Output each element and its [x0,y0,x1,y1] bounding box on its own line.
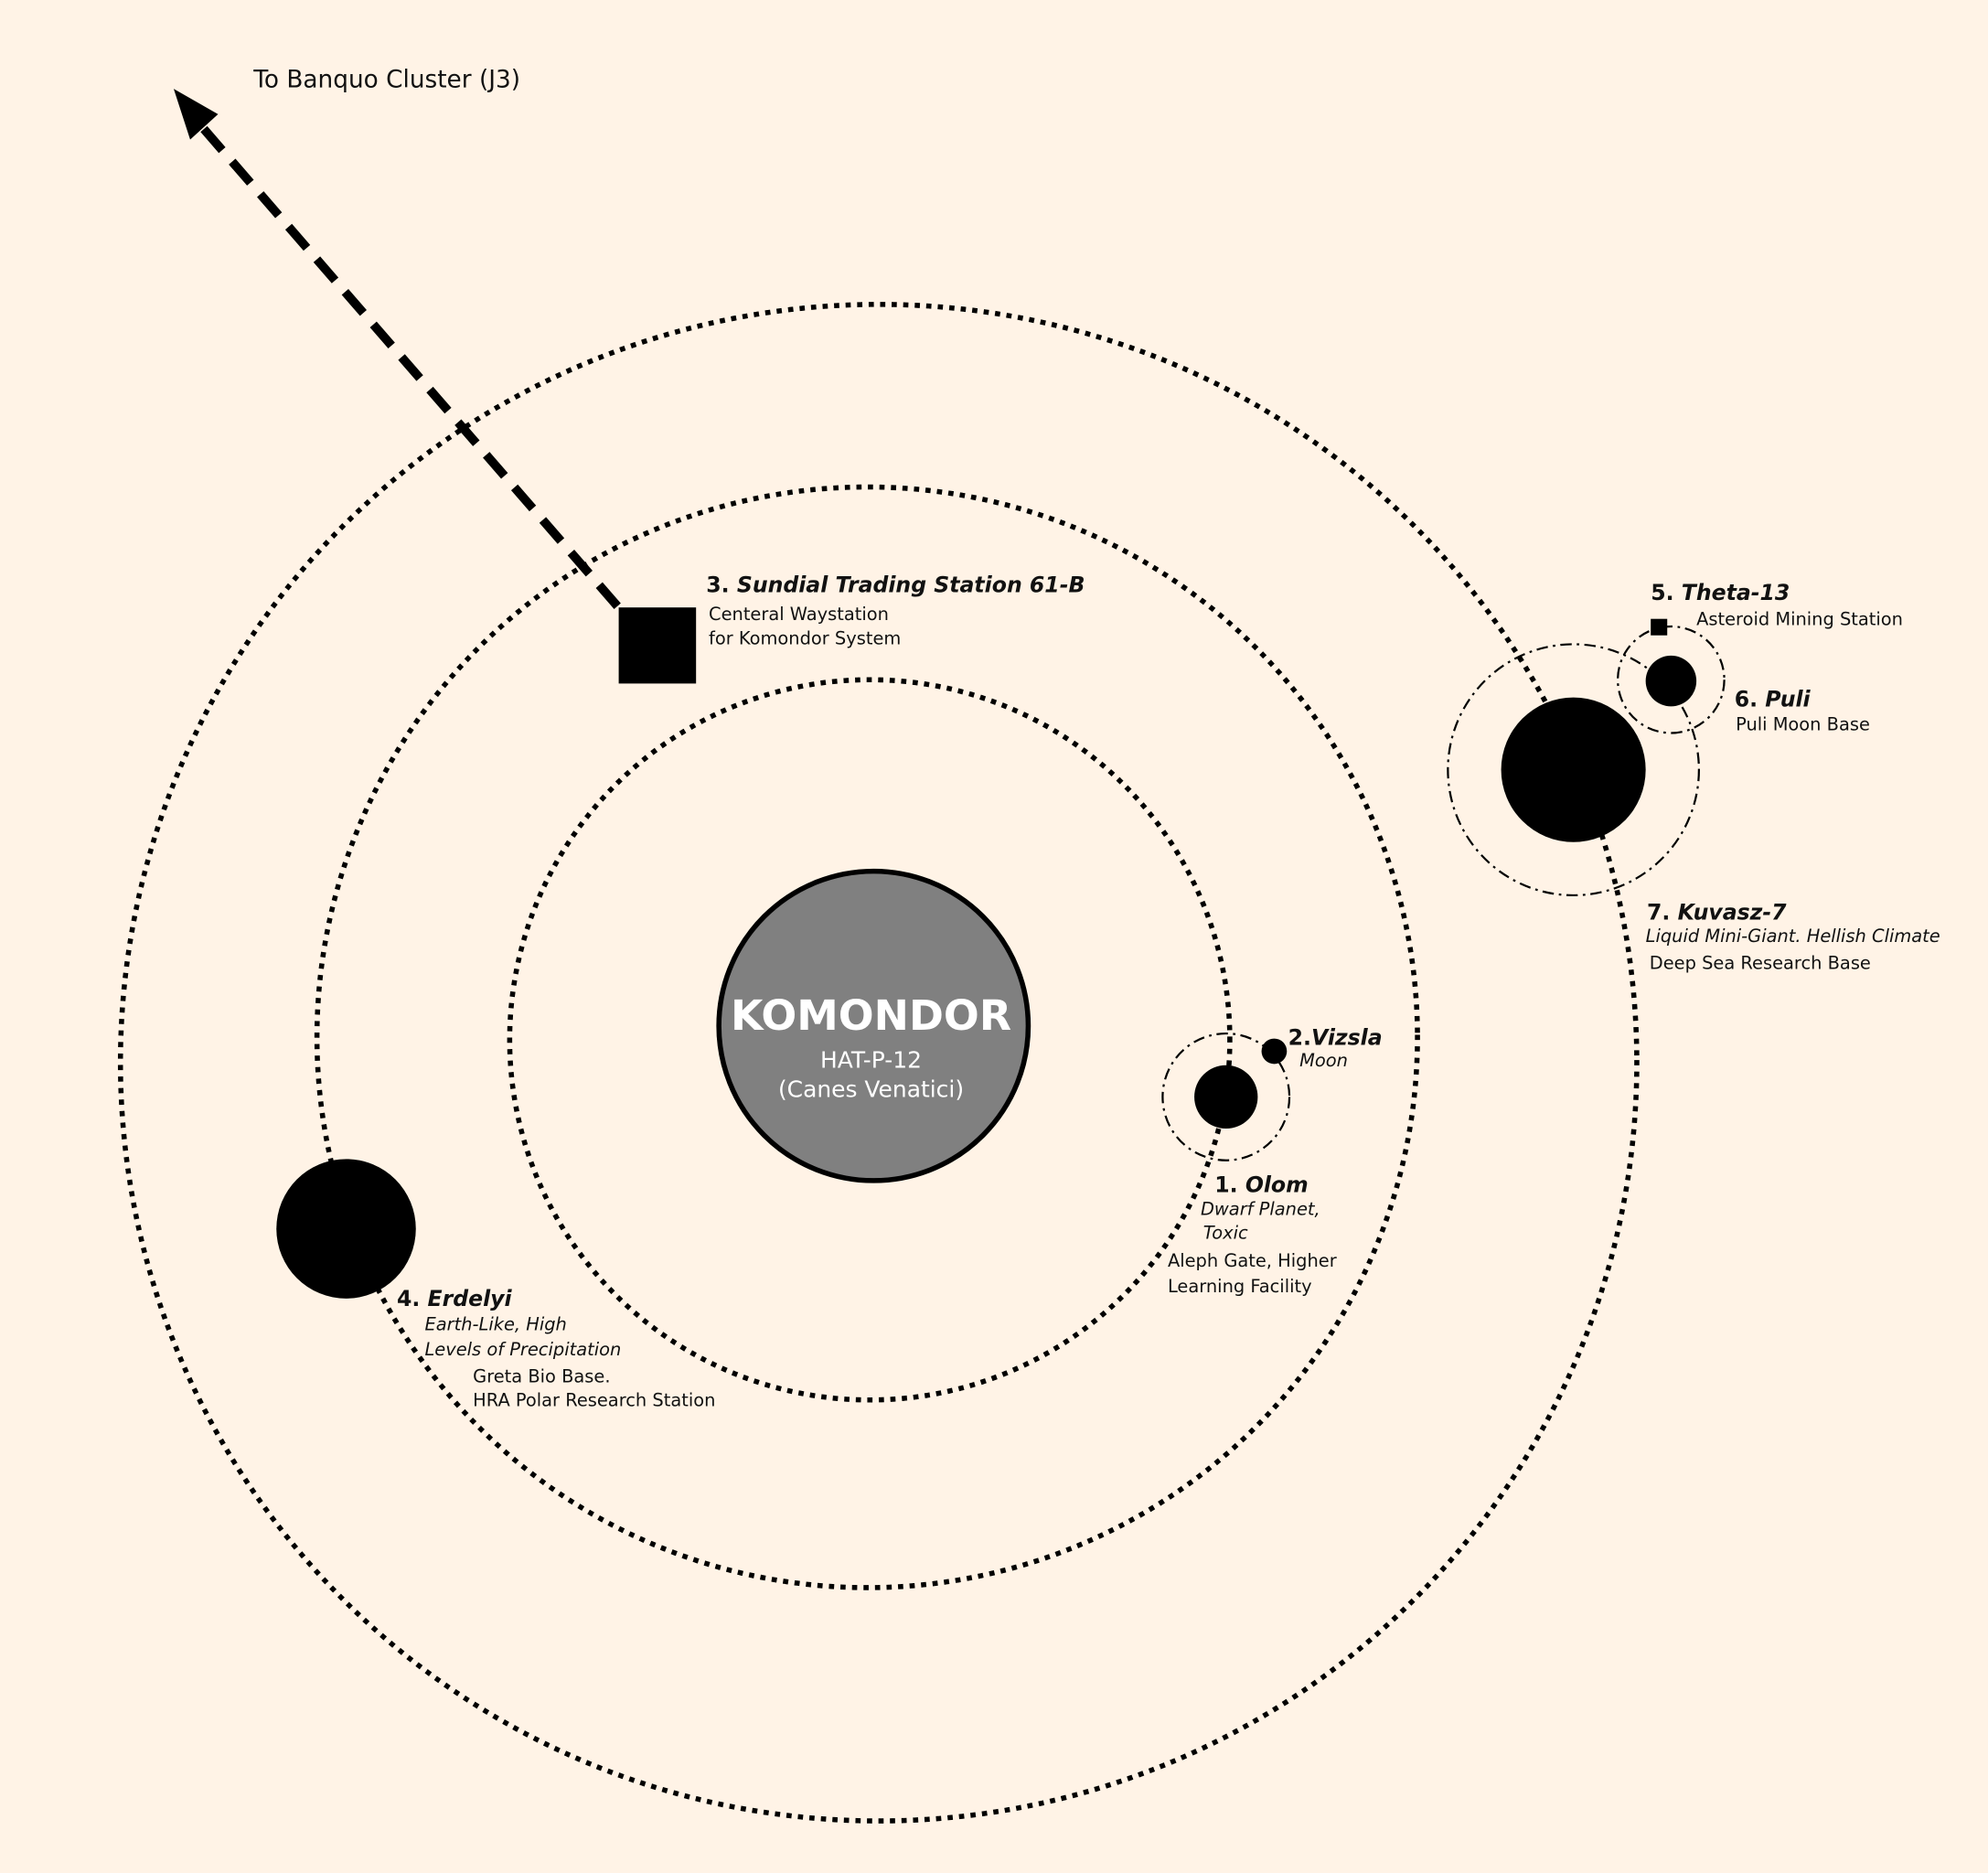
outer-orbit [117,302,1640,1824]
sundial-facility-2: for Komondor System [709,627,901,648]
middle-orbit [314,484,1420,1590]
puli-title: 6. Puli [1735,686,1812,712]
star-name: KOMONDOR [731,991,1011,1040]
sundial-title: 3. Sundial Trading Station 61-B [706,573,1085,598]
arrow-head-icon [173,89,219,140]
olom-facility-1: Aleph Gate, Higher [1168,1250,1337,1271]
olom-desc-1: Dwarf Planet, [1201,1198,1320,1219]
moon-vizsla[interactable] [1261,1038,1288,1065]
station-sundial[interactable] [618,607,697,684]
kuvasz-desc: Liquid Mini-Giant. Hellish Climate [1646,926,1940,947]
inner-orbit [507,677,1233,1403]
olom-facility-2: Learning Facility [1168,1276,1312,1297]
vizsla-desc: Moon [1299,1050,1348,1071]
star-komondor[interactable] [716,868,1031,1183]
erdelyi-desc-2: Levels of Precipitation [424,1339,621,1360]
planet-olom[interactable] [1194,1065,1258,1129]
vizsla-title: 2.Vizsla [1288,1025,1383,1051]
planet-erdelyi[interactable] [276,1159,416,1299]
erdelyi-title: 4. Erdelyi [397,1286,513,1311]
theta-facility: Asteroid Mining Station [1696,609,1903,630]
kuvasz-facility: Deep Sea Research Base [1650,952,1871,973]
kuvasz-title: 7. Kuvasz-7 [1647,899,1787,925]
star-constellation: (Canes Venatici) [778,1076,964,1102]
sundial-facility-1: Centeral Waystation [709,604,889,625]
puli-local-orbit [1617,625,1726,734]
olom-title: 1. Olom [1214,1172,1308,1197]
erdelyi-desc-1: Earth-Like, High [424,1314,566,1335]
star-designation: HAT-P-12 [820,1047,922,1074]
theta-title: 5. Theta-13 [1651,580,1790,605]
erdelyi-facility-1: Greta Bio Base. [473,1365,610,1386]
station-theta-13[interactable] [1651,618,1668,636]
olom-local-orbit [1161,1032,1291,1161]
olom-desc-2: Toxic [1203,1223,1248,1244]
direction-arrow-line [193,117,621,610]
erdelyi-facility-2: HRA Polar Research Station [473,1390,715,1411]
moon-puli[interactable] [1645,655,1697,707]
direction-label: To Banquo Cluster (J3) [252,67,520,94]
kuvasz-local-orbit [1447,643,1700,897]
puli-facility: Puli Moon Base [1736,714,1870,735]
planet-kuvasz-7[interactable] [1501,697,1646,842]
